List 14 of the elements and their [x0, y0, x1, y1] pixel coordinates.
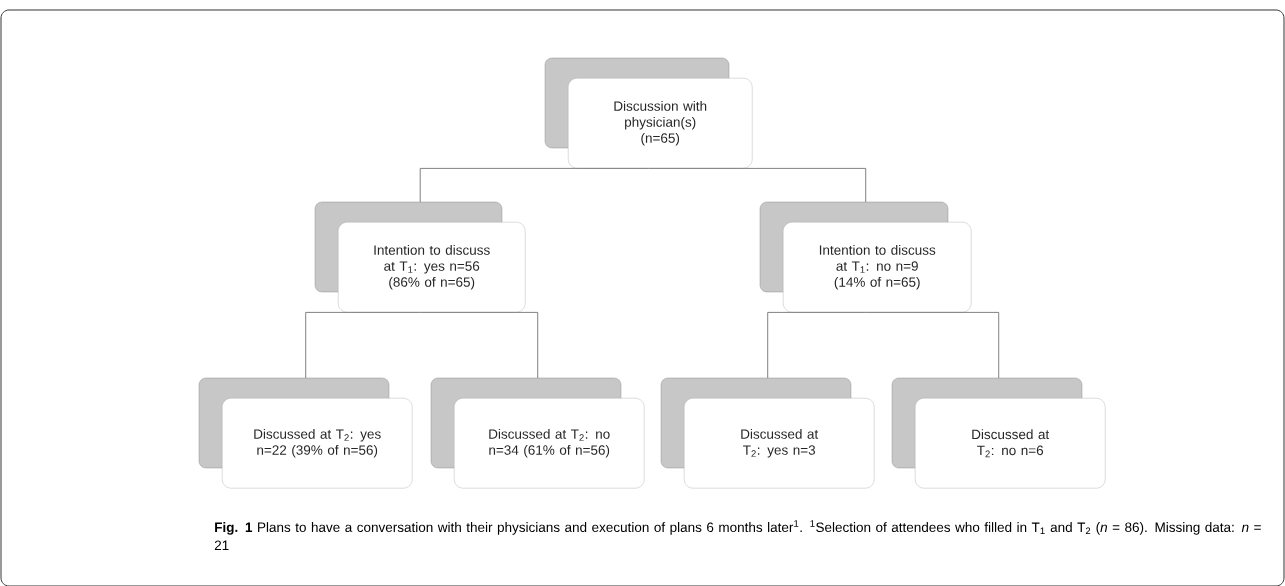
process-box: Intention to discuss at T$_{1}$: yes n=56 (86% of n=65) — [314, 201, 526, 313]
process-box: Discussion with physician(s) (n=65) — [544, 57, 753, 169]
connector-line — [648, 167, 867, 203]
process-box: Intention to discuss at T$_{1}$: no n=9 (14% of n=65) — [759, 201, 972, 313]
connector-line — [865, 311, 1000, 379]
process-box: Discussed at T$_{2}$: yes n=3 — [660, 377, 875, 489]
connector-line — [305, 311, 421, 379]
connector-line — [419, 311, 539, 379]
connector-line — [767, 311, 867, 379]
caption: Fig. 1 Plans to have a conversation with their physicians and execution of plans 6 months later$^{1}$. $^{1}$Selection of attendees who filled in T$_{1}$ and T$_{2}$ (n = 86). Missing data: n = 21 — [214, 520, 1261, 550]
process-box: Discussed at T$_{2}$: no n=6 — [891, 377, 1106, 489]
process-box: Discussed at T$_{2}$: no n=34 (61% of n=56) — [430, 377, 645, 489]
connector-line — [419, 167, 650, 203]
process-box: Discussed at T$_{2}$: yes n=22 (39% of n=56) — [198, 377, 413, 489]
